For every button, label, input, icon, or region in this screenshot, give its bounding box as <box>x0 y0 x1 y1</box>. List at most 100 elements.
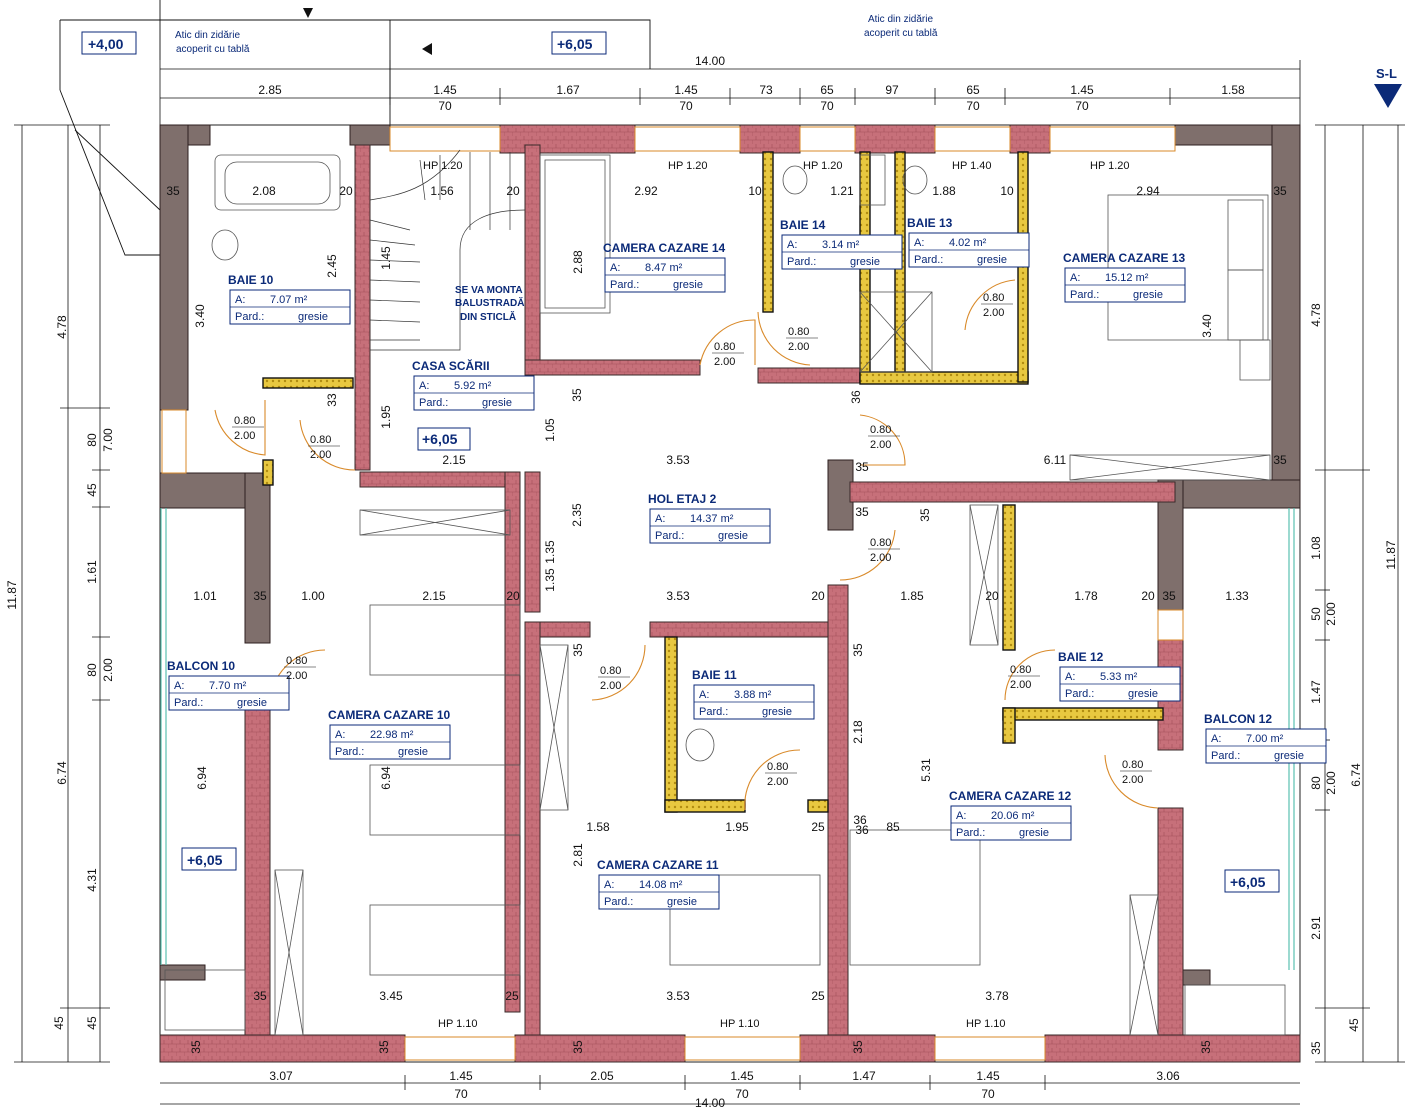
door-width: 0.80 <box>1010 664 1031 676</box>
dimension-text: 1.85 <box>900 589 924 603</box>
level-marker: +6,05 <box>422 431 458 447</box>
dimension-text: 20 <box>811 589 825 603</box>
door-label: 0.802.00 <box>1008 664 1040 691</box>
room-finish-label: Pard.: <box>335 746 364 758</box>
dimension-text: 5.31 <box>919 758 933 782</box>
room-finish-label: Pard.: <box>956 827 985 839</box>
dimension-text: 1.58 <box>586 820 610 834</box>
dimension-text: 35 <box>189 1040 203 1054</box>
dimension-text: 2.18 <box>851 720 865 744</box>
door-label: 0.802.00 <box>598 665 630 692</box>
dimension-text: 11.87 <box>5 580 19 609</box>
dimension-text: 3.40 <box>193 304 207 328</box>
door-label: 0.802.00 <box>712 341 744 368</box>
room-area: 14.37 m² <box>690 513 734 525</box>
window-height-label: HP 1.10 <box>720 1018 760 1030</box>
dimension-text: 35 <box>1162 589 1176 603</box>
dimension-text: 4.31 <box>85 868 99 892</box>
dimension-text: 2.15 <box>442 453 466 467</box>
door-width: 0.80 <box>714 341 735 353</box>
dimension-text: 70 <box>735 1087 749 1101</box>
door-label: 0.802.00 <box>868 424 900 451</box>
dimension-text: 1.61 <box>85 560 99 584</box>
door-width: 0.80 <box>870 537 891 549</box>
dimension-text: 1.95 <box>725 820 749 834</box>
dimension-text: 1.45 <box>730 1069 754 1083</box>
dimension-text: 70 <box>679 99 693 113</box>
room-name: BAIE 13 <box>907 216 953 230</box>
dimension-text: 45 <box>85 483 99 497</box>
dimension-text: 35 <box>571 1040 585 1054</box>
room-finish: gresie <box>762 706 792 718</box>
level-markers: +4,00 +6,05 +6,05 +6,05 +6,05 <box>81 31 1280 893</box>
door-width: 0.80 <box>870 424 891 436</box>
room-finish: gresie <box>1128 688 1158 700</box>
door-height: 2.00 <box>767 776 788 788</box>
dimension-text: 25 <box>811 820 825 834</box>
room-name: CAMERA CAZARE 14 <box>603 241 726 255</box>
door-height: 2.00 <box>788 341 809 353</box>
room-finish-label: Pard.: <box>174 697 203 709</box>
door-width: 0.80 <box>286 655 307 667</box>
room-area: 15.12 m² <box>1105 272 1149 284</box>
dimension-text: 2.00 <box>101 658 115 682</box>
door-height: 2.00 <box>286 670 307 682</box>
dimension-text: 1.33 <box>1225 589 1249 603</box>
dimension-text: 6.94 <box>379 766 393 790</box>
dimension-text: 11.87 <box>1384 540 1398 569</box>
window-height-label: HP 1.20 <box>423 160 463 172</box>
room-area-label: A: <box>174 680 184 692</box>
door-width: 0.80 <box>767 761 788 773</box>
dimension-text: 4.78 <box>55 315 69 339</box>
dimension-text: 2.08 <box>252 184 276 198</box>
attic-note: Atic din zidărie <box>868 14 933 25</box>
room-finish: gresie <box>1133 289 1163 301</box>
dimension-text: 35 <box>1273 184 1287 198</box>
attic-note: acoperit cu tablă <box>176 44 250 55</box>
dimension-text: 14.00 <box>695 1096 725 1110</box>
room-finish-label: Pard.: <box>610 279 639 291</box>
room-finish-label: Pard.: <box>655 530 684 542</box>
dimension-text: 1.47 <box>852 1069 876 1083</box>
level-marker: +6,05 <box>557 36 593 52</box>
door-label: 0.80 2.00 <box>765 761 797 788</box>
room-finish: gresie <box>667 896 697 908</box>
dimension-text: 35 <box>571 643 585 657</box>
room-area-label: A: <box>699 689 709 701</box>
room-area: 7.70 m² <box>209 680 247 692</box>
room-name: BAIE 14 <box>780 218 826 232</box>
dimension-text: 6.74 <box>1349 763 1363 787</box>
room-name: CAMERA CAZARE 11 <box>597 858 719 872</box>
dimension-text: 3.78 <box>985 989 1009 1003</box>
door-label: 0.802.00 <box>308 434 340 461</box>
room-finish-label: Pard.: <box>419 397 448 409</box>
dimension-text: 80 <box>85 663 99 677</box>
door-height: 2.00 <box>234 430 255 442</box>
room-area-label: A: <box>914 237 924 249</box>
room-area-label: A: <box>655 513 665 525</box>
room-finish-label: Pard.: <box>1070 289 1099 301</box>
room-area-label: A: <box>335 729 345 741</box>
room-area-label: A: <box>1211 733 1221 745</box>
room-area-label: A: <box>610 262 620 274</box>
room-area-label: A: <box>235 294 245 306</box>
dimension-text: 3.53 <box>666 453 690 467</box>
attic-note: acoperit cu tablă <box>864 28 938 39</box>
attic-arrow-icon <box>422 43 432 55</box>
dimension-text: 33 <box>325 393 339 407</box>
dimension-text: 35 <box>570 388 584 402</box>
door-height: 2.00 <box>310 449 331 461</box>
side-dimension-lines <box>14 124 1405 1063</box>
dimension-text: 1.45 <box>433 83 457 97</box>
door-label: 0.80 2.00 <box>284 655 316 682</box>
dimension-text: 20 <box>506 184 520 198</box>
dimension-text: 20 <box>339 184 353 198</box>
fixtures <box>164 154 1286 1036</box>
